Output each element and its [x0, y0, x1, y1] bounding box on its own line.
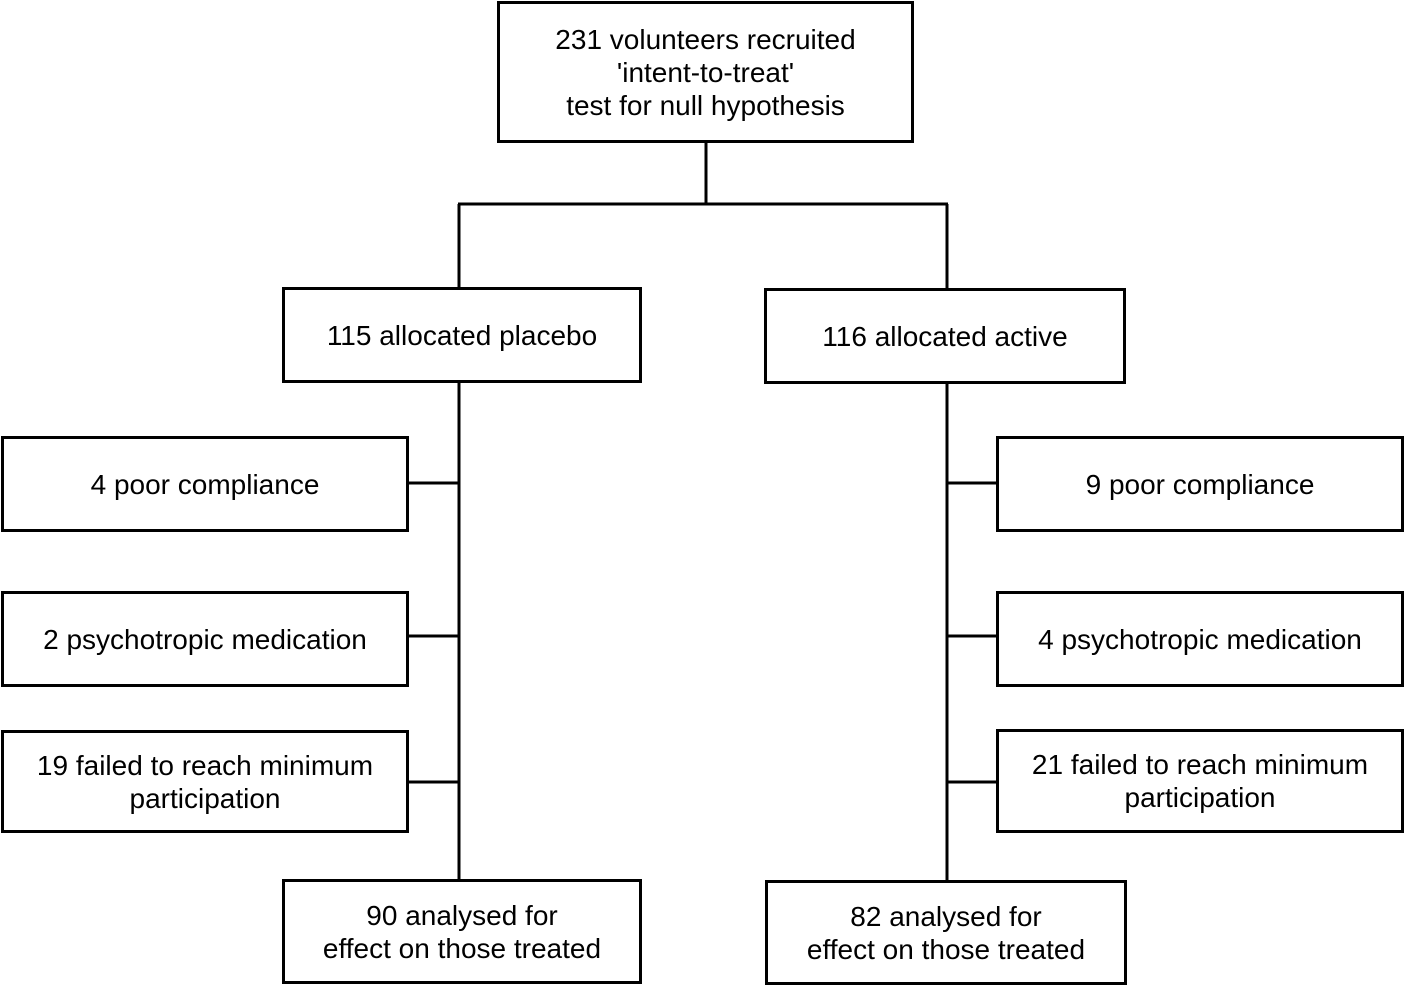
placebo-exclusion-poor-compliance-box: 4 poor compliance [1, 436, 409, 532]
placebo-allocation-box: 115 allocated placebo [282, 287, 642, 383]
active-exclusion-psychotropic-box: 4 psychotropic medication [996, 591, 1404, 687]
recruitment-text-line: test for null hypothesis [566, 89, 845, 121]
exclusion-text: 2 psychotropic medication [43, 623, 367, 655]
analysed-text: 82 analysed for [850, 900, 1042, 932]
analysed-text: effect on those treated [322, 932, 602, 964]
exclusion-text: participation [1124, 782, 1276, 813]
active-exclusion-participation-box: 21 failed to reach minimum participation [996, 729, 1404, 833]
exclusion-text: participation [129, 782, 281, 814]
recruitment-box: 231 volunteers recruited 'intent-to-trea… [497, 1, 914, 143]
exclusion-text: 9 poor compliance [1085, 468, 1315, 500]
recruitment-text-line: 'intent-to-treat' [616, 56, 795, 88]
exclusion-text: 4 psychotropic medication [1038, 623, 1362, 655]
recruitment-text-line: 231 volunteers recruited [555, 23, 856, 55]
active-allocation-text: 116 allocated active [822, 320, 1068, 352]
active-allocation-box: 116 allocated active [764, 288, 1126, 384]
exclusion-text: 19 failed to reach minimum [36, 749, 374, 781]
analysed-text: effect on those treated [806, 933, 1086, 965]
active-analysed-box: 82 analysed for effect on those treated [765, 880, 1127, 985]
placebo-exclusion-participation-box: 19 failed to reach minimum participation [1, 730, 409, 833]
exclusion-text: 4 poor compliance [90, 468, 320, 500]
analysed-text: 90 analysed for [366, 899, 558, 931]
exclusion-text: 21 failed to reach minimum [1031, 749, 1369, 780]
placebo-exclusion-psychotropic-box: 2 psychotropic medication [1, 591, 409, 687]
placebo-allocation-text: 115 allocated placebo [326, 319, 598, 351]
active-exclusion-poor-compliance-box: 9 poor compliance [996, 436, 1404, 532]
placebo-analysed-box: 90 analysed for effect on those treated [282, 879, 642, 984]
